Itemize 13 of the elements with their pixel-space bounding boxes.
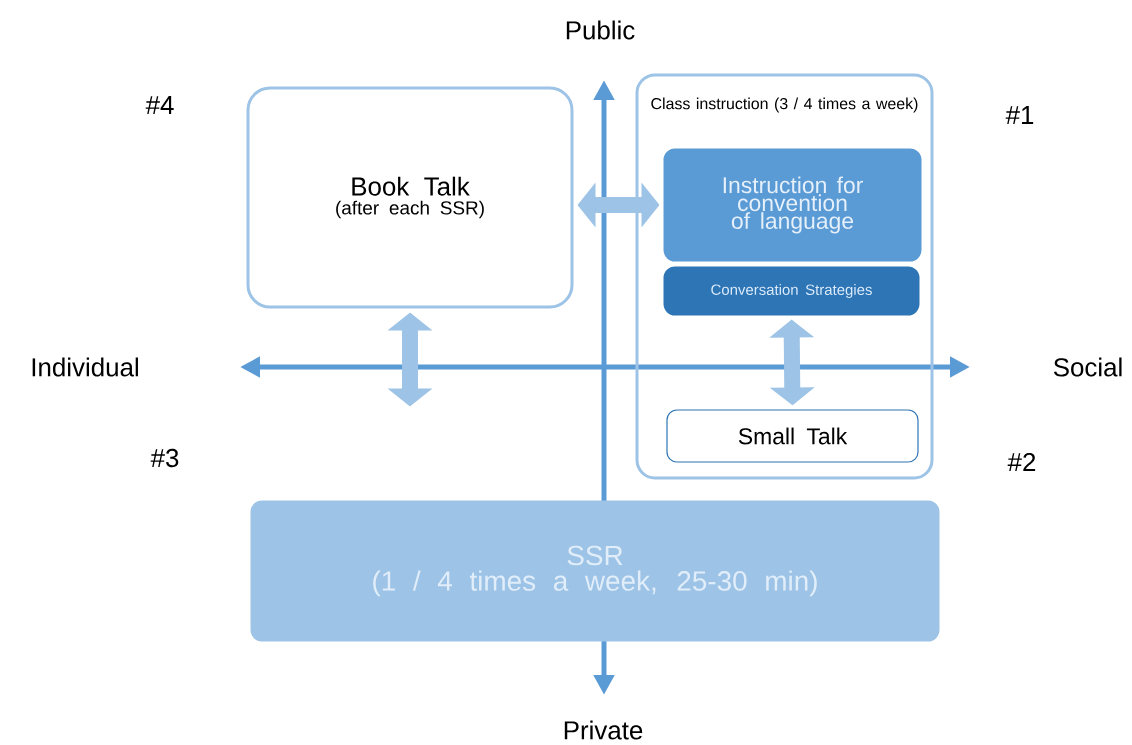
quadrant-number: #4	[145, 96, 174, 114]
axis-label: Public	[566, 20, 635, 40]
axis-label: Individual	[32, 357, 138, 377]
quadrant-number: #2	[1007, 452, 1036, 472]
rounded-box: Instruction for convention of language	[663, 148, 922, 262]
axis-label: Social	[1053, 357, 1122, 377]
quadrant-number: #3	[150, 448, 179, 468]
rounded-box: Book Talk (after each SSR)	[246, 86, 574, 309]
rounded-box: Conversation Strategies	[663, 266, 920, 316]
axis-label: Private	[564, 720, 643, 740]
rounded-box: SSR (1 / 4 times a week, 25-30 min)	[250, 500, 940, 642]
rounded-box: Small Talk	[666, 409, 919, 463]
quadrant-number: #1	[1005, 106, 1034, 124]
